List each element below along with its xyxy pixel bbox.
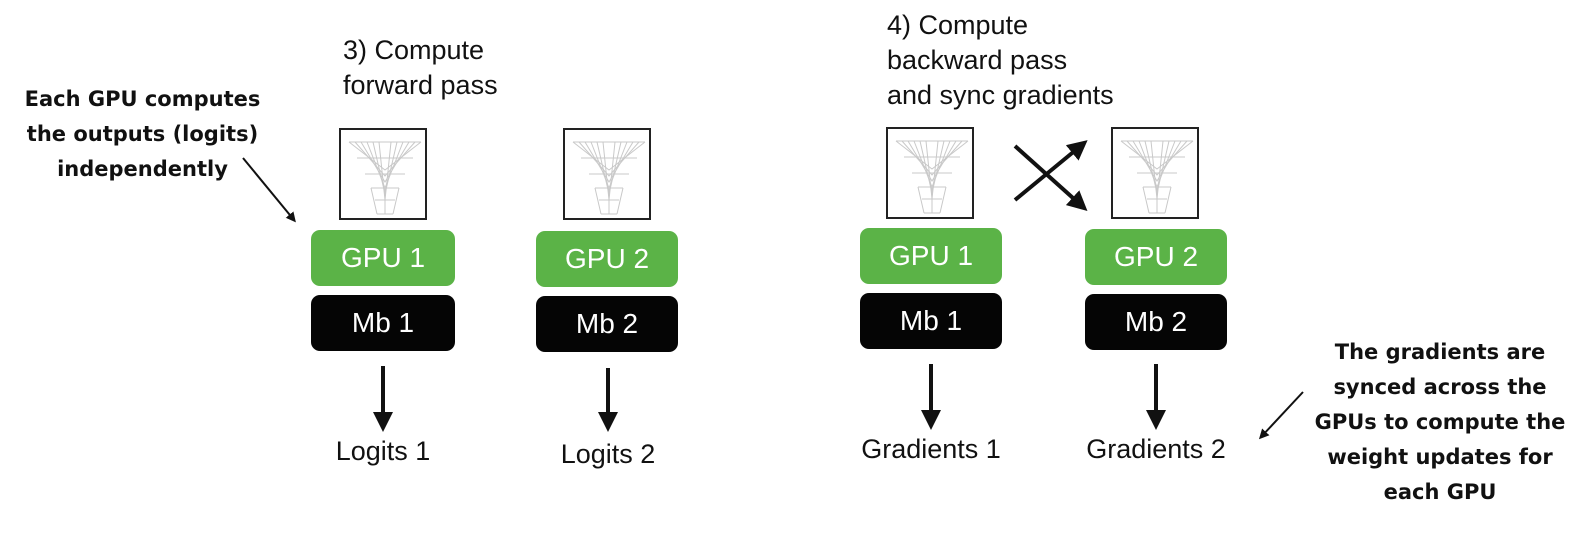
sync-cross-arrow-up	[1013, 140, 1088, 202]
note-right-pointer-arrow	[1258, 391, 1304, 440]
step3-gpu2-box: GPU 2	[536, 231, 678, 287]
model-icon-step3-gpu2	[563, 128, 651, 220]
step4-title: 4) Compute backward pass and sync gradie…	[887, 10, 1114, 110]
step3-output2-label: Logits 2	[560, 439, 656, 469]
step3-mb1-box: Mb 1	[311, 295, 455, 351]
step4-gpu1-box: GPU 1	[860, 228, 1002, 284]
sync-cross-arrow-down	[1013, 144, 1088, 212]
step3-title: 3) Compute forward pass	[343, 35, 498, 100]
model-icon-step4-gpu2	[1111, 127, 1199, 219]
step3-gpu1-box: GPU 1	[311, 230, 455, 286]
model-icon-step3-gpu1	[339, 128, 427, 220]
step4-output2-label: Gradients 2	[1086, 434, 1226, 464]
note-left: Each GPU computes the outputs (logits) i…	[24, 87, 261, 181]
step4-output1-label: Gradients 1	[861, 434, 1001, 464]
note-right: The gradients are synced across the GPUs…	[1314, 340, 1566, 504]
step3-output1-label: Logits 1	[335, 436, 431, 466]
step4-mb1-box: Mb 1	[860, 293, 1002, 349]
step4-gpu2-box: GPU 2	[1085, 229, 1227, 285]
step3-mb2-box: Mb 2	[536, 296, 678, 352]
step4-mb2-box: Mb 2	[1085, 294, 1227, 350]
model-icon-step4-gpu1	[886, 127, 974, 219]
note-left-pointer-arrow	[242, 157, 296, 223]
